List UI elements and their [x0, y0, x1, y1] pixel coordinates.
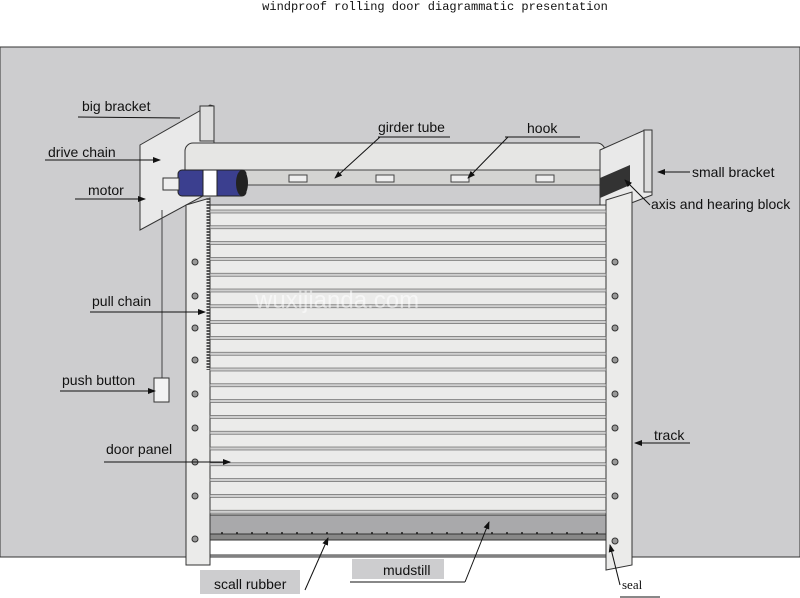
door-slat: [209, 336, 607, 340]
door-slat: [209, 462, 607, 467]
right-track: [605, 191, 633, 571]
label-push-button: push button: [62, 372, 135, 388]
rivet: [506, 532, 508, 534]
motor: [162, 169, 248, 197]
mudstill-label-bg: [352, 559, 444, 579]
rivet: [356, 532, 358, 534]
door-slat: [209, 478, 607, 482]
rivet: [521, 532, 523, 534]
label-axis-and-hearing-block: axis and hearing block: [651, 196, 791, 212]
door-slat: [209, 446, 607, 451]
hooks: [288, 174, 555, 183]
door-bottom: [209, 539, 607, 556]
door-slat: [209, 367, 607, 372]
door-slat: [209, 288, 607, 293]
diagram-title: windproof rolling door diagrammatic pres…: [262, 0, 608, 14]
big-bracket: [139, 104, 215, 231]
rivet: [281, 532, 283, 534]
door-slat: [209, 225, 607, 230]
label-seal: seal: [622, 577, 643, 592]
rivet: [251, 532, 253, 534]
rivet: [386, 532, 388, 534]
door-slat: [209, 383, 607, 388]
rivet: [566, 532, 568, 534]
door-panel: [209, 204, 607, 516]
rivet: [311, 532, 313, 534]
scall-rubber-label-bg: [200, 570, 300, 594]
label-big-bracket: big bracket: [82, 98, 151, 114]
door-slat: [209, 399, 607, 403]
rivet: [461, 532, 463, 534]
rivet: [446, 532, 448, 534]
label-hook: hook: [527, 120, 558, 136]
push-button: [153, 377, 170, 403]
rivet: [596, 532, 598, 534]
rivet: [581, 532, 583, 534]
label-motor: motor: [88, 182, 124, 198]
scall-rubber: [209, 533, 607, 541]
rivet: [416, 532, 418, 534]
label-door-panel: door panel: [106, 441, 172, 457]
rivet: [341, 532, 343, 534]
door-slat: [209, 494, 607, 498]
label-pull-chain: pull chain: [92, 293, 151, 309]
rivet: [401, 532, 403, 534]
rivet: [551, 532, 553, 534]
door-slat: [209, 209, 607, 214]
hook: [375, 174, 395, 183]
door-slat: [209, 320, 607, 324]
rivet: [371, 532, 373, 534]
hook: [535, 174, 555, 183]
rivet: [326, 532, 328, 534]
label-small-bracket: small bracket: [692, 164, 775, 180]
rivet: [236, 532, 238, 534]
door-slat: [209, 430, 607, 435]
rivet: [266, 532, 268, 534]
door-slat: [209, 509, 607, 514]
hook: [288, 174, 308, 183]
label-track: track: [654, 427, 685, 443]
door-slat: [209, 415, 607, 419]
rivet: [476, 532, 478, 534]
door-slat: [209, 304, 607, 309]
rivet: [536, 532, 538, 534]
rivet: [431, 532, 433, 534]
hook: [450, 174, 470, 183]
label-mudstill: mudstill: [383, 562, 430, 578]
door-slat: [209, 257, 607, 261]
door-slat: [209, 241, 607, 245]
label-scall-rubber: scall rubber: [214, 576, 287, 592]
left-track: [185, 197, 211, 566]
rivet: [221, 532, 223, 534]
watermark: wuxijianda.com: [254, 287, 419, 314]
callouts: [45, 116, 690, 598]
label-drive-chain: drive chain: [48, 144, 116, 160]
rivet: [296, 532, 298, 534]
label-girder-tube: girder tube: [378, 119, 445, 135]
door-slat: [209, 272, 607, 277]
door-slat: [209, 351, 607, 356]
rivet: [491, 532, 493, 534]
